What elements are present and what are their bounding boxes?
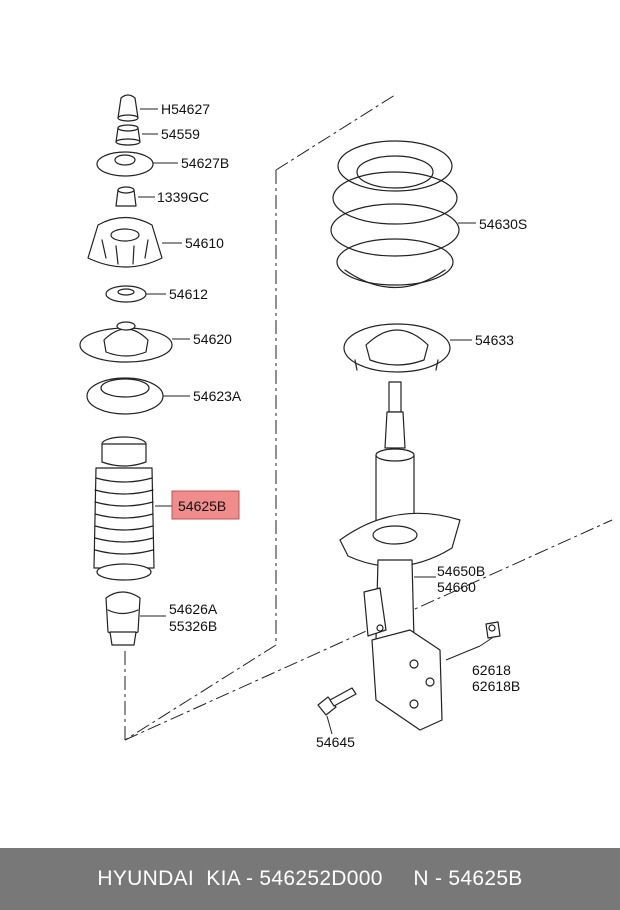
bearing-54612 [105, 285, 166, 303]
label-h54627: H54627 [161, 101, 210, 117]
label-62618b: 62618B [472, 678, 520, 694]
label-54660: 54660 [437, 579, 476, 595]
label-54620: 54620 [193, 331, 232, 347]
part-number-footer: HYUNDAI KIA - 546252D000 N - 54625B [0, 848, 620, 910]
bump-cap-h54627 [117, 94, 158, 122]
label-54625b: 54625B [178, 498, 226, 514]
parts-diagram: H54627 54559 54627B 1339GC 54610 54612 5… [79, 94, 613, 750]
bolt-54645 [317, 687, 357, 735]
highlight-box-54625b [171, 490, 240, 520]
label-54633: 54633 [475, 332, 514, 348]
label-54650b: 54650B [437, 563, 485, 579]
label-62618: 62618 [472, 662, 511, 678]
coil-spring-54630s [330, 140, 476, 288]
label-54610: 54610 [185, 235, 224, 251]
label-54630s: 54630S [479, 216, 527, 232]
part-labels: H54627 54559 54627B 1339GC 54610 54612 5… [157, 101, 527, 750]
footer-text: HYUNDAI KIA - 546252D000 N - 54625B [97, 867, 523, 890]
label-54627b: 54627B [181, 155, 229, 171]
label-54626a: 54626A [169, 601, 218, 617]
spring-seat-54633 [343, 323, 472, 373]
label-54645: 54645 [316, 734, 355, 750]
label-54612: 54612 [169, 286, 208, 302]
bolt-1339gc [115, 186, 155, 207]
washer-54627b [96, 151, 178, 177]
insulator-mount-54610 [87, 216, 182, 268]
dust-cover-54625b [93, 436, 172, 581]
nut-62618 [445, 621, 501, 661]
label-54623a: 54623A [193, 388, 242, 404]
nut-54559 [115, 124, 158, 146]
assembly-boundary-lines [124, 94, 613, 741]
bump-stopper-54626a [105, 591, 166, 646]
label-54559: 54559 [161, 126, 200, 142]
spring-pad-54623a [86, 377, 190, 415]
label-55326b: 55326B [169, 618, 217, 634]
spring-seat-54620 [79, 321, 190, 363]
label-1339gc: 1339GC [157, 189, 209, 205]
strut-assembly-54650b [339, 381, 461, 731]
